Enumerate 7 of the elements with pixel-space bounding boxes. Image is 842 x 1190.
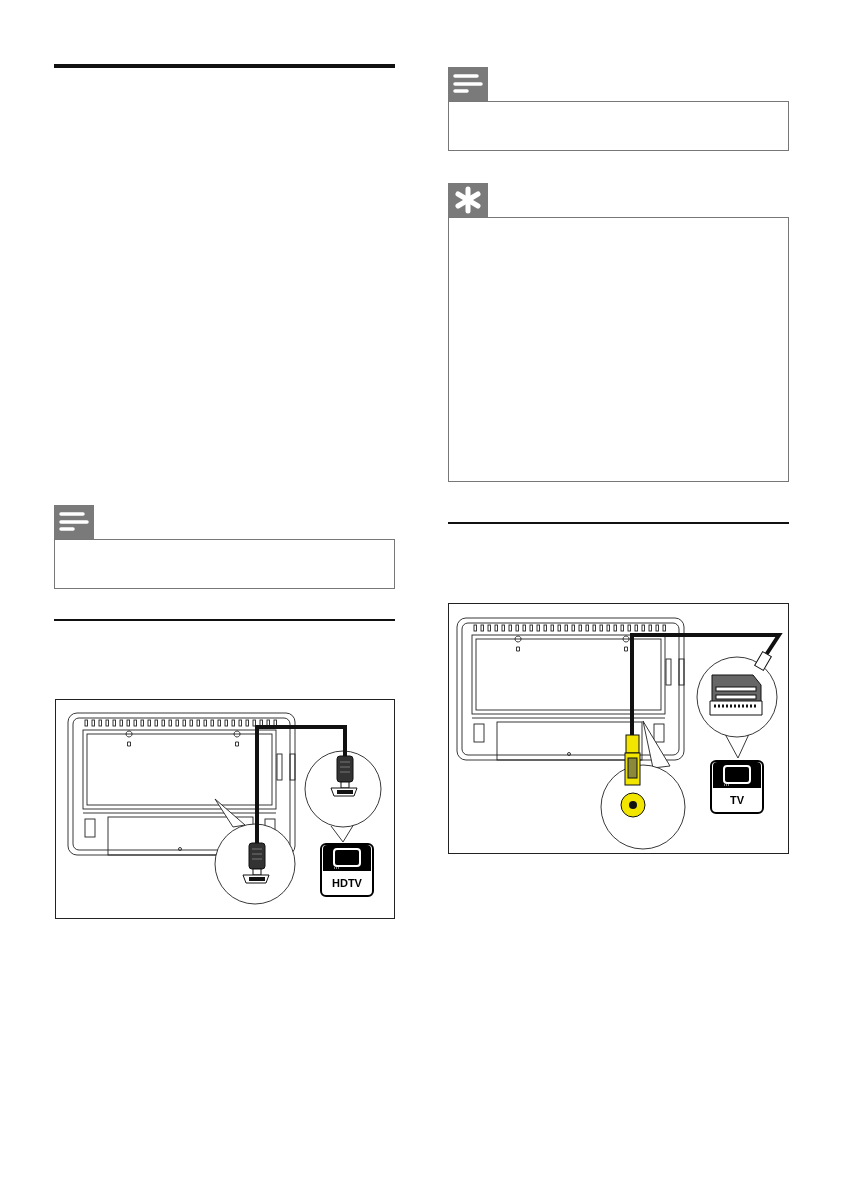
device-label: HDTV [332,878,362,889]
device-label: TV [729,795,745,806]
tv-card [710,760,764,814]
note-box [448,101,789,151]
tip-box [448,217,789,482]
note-box [54,539,395,589]
tv-card [320,843,374,897]
